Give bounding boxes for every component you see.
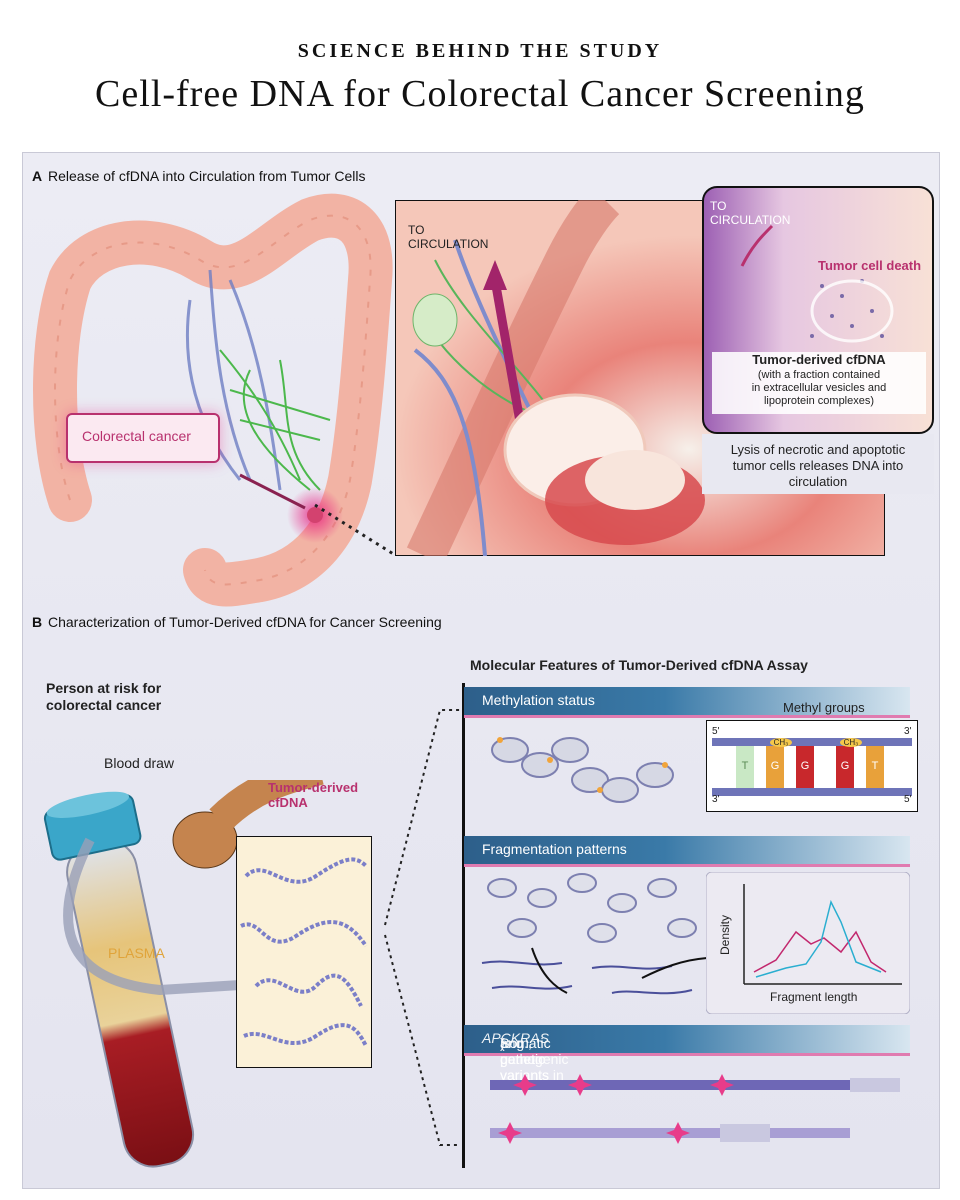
- strand-end-bottom-left: 3': [712, 794, 720, 805]
- blood-tube-illustration: [43, 780, 324, 1168]
- section-a-title: Release of cfDNA into Circulation from T…: [48, 168, 366, 184]
- strand-end-top-left: 5': [712, 726, 720, 737]
- section-b-heading: B Characterization of Tumor-Derived cfDNA…: [32, 614, 442, 630]
- plasma-label: PLASMA: [108, 945, 165, 961]
- colorectal-cancer-label: Colorectal cancer: [66, 413, 220, 463]
- lysis-caption-bg: [702, 434, 934, 494]
- methyl-groups-label: Methyl groups: [783, 700, 865, 715]
- base-3: G: [800, 760, 810, 772]
- tumor-cfdna-label: Tumor-derived cfDNA: [752, 352, 886, 367]
- density-axis-label: Density: [718, 914, 732, 955]
- assay-bracket: [384, 709, 460, 1146]
- fragmentation-title: Fragmentation patterns: [482, 841, 627, 857]
- section-a-letter: A: [32, 168, 43, 184]
- base-1: T: [741, 760, 749, 772]
- fragment-illustration: [481, 873, 708, 995]
- fragment-length-chart: [706, 872, 910, 1014]
- base-4: G: [840, 760, 850, 772]
- base-2: G: [770, 760, 780, 772]
- cfdna-sample-box: [236, 836, 372, 1068]
- methyl-badge-1: CH₃: [770, 738, 792, 747]
- fragmentation-header: Fragmentation patterns: [464, 836, 910, 867]
- strand-end-bottom-right: 5': [904, 794, 912, 805]
- tumor-cfdna-note: (with a fraction contained in extracellu…: [751, 369, 887, 407]
- variant-tracks: [490, 1074, 900, 1144]
- page-title: Cell-free DNA for Colorectal Cancer Scre…: [95, 73, 865, 115]
- section-b-title: Characterization of Tumor-Derived cfDNA …: [48, 614, 442, 630]
- tumor-cfdna-callout: [712, 352, 926, 414]
- colorectal-cancer-text: Colorectal cancer: [82, 428, 191, 444]
- header-kicker: SCIENCE BEHIND THE STUDY: [297, 40, 663, 62]
- methylation-header: Methylation status: [464, 687, 910, 718]
- zoom-connector: [314, 503, 396, 557]
- methyl-badge-2: CH₃: [840, 738, 862, 747]
- colon-illustration: [33, 193, 393, 607]
- nucleosome-chain: [491, 737, 674, 803]
- tumor-cell-death-label: Tumor cell death: [818, 258, 922, 273]
- methylation-dna-detail: [706, 720, 918, 812]
- fragment-length-axis-label: Fragment length: [770, 990, 858, 1004]
- assay-title: Molecular Features of Tumor-Derived cfDN…: [470, 657, 808, 673]
- lysis-caption: Lysis of necrotic and apoptotic tumor ce…: [730, 442, 906, 489]
- somatic-header: Somatic genetic variants (e.g., pathogen…: [464, 1025, 910, 1083]
- somatic-title: Somatic genetic variants (e.g., pathogen…: [482, 1030, 569, 1083]
- assay-vertical-rule: [462, 683, 465, 1168]
- blood-draw-label: Blood draw: [104, 755, 175, 771]
- base-5: T: [871, 760, 879, 772]
- section-b-letter: B: [32, 614, 43, 630]
- section-a-heading: A Release of cfDNA into Circulation from …: [32, 168, 365, 184]
- strand-end-top-right: 3': [904, 726, 912, 737]
- methylation-title: Methylation status: [482, 692, 595, 708]
